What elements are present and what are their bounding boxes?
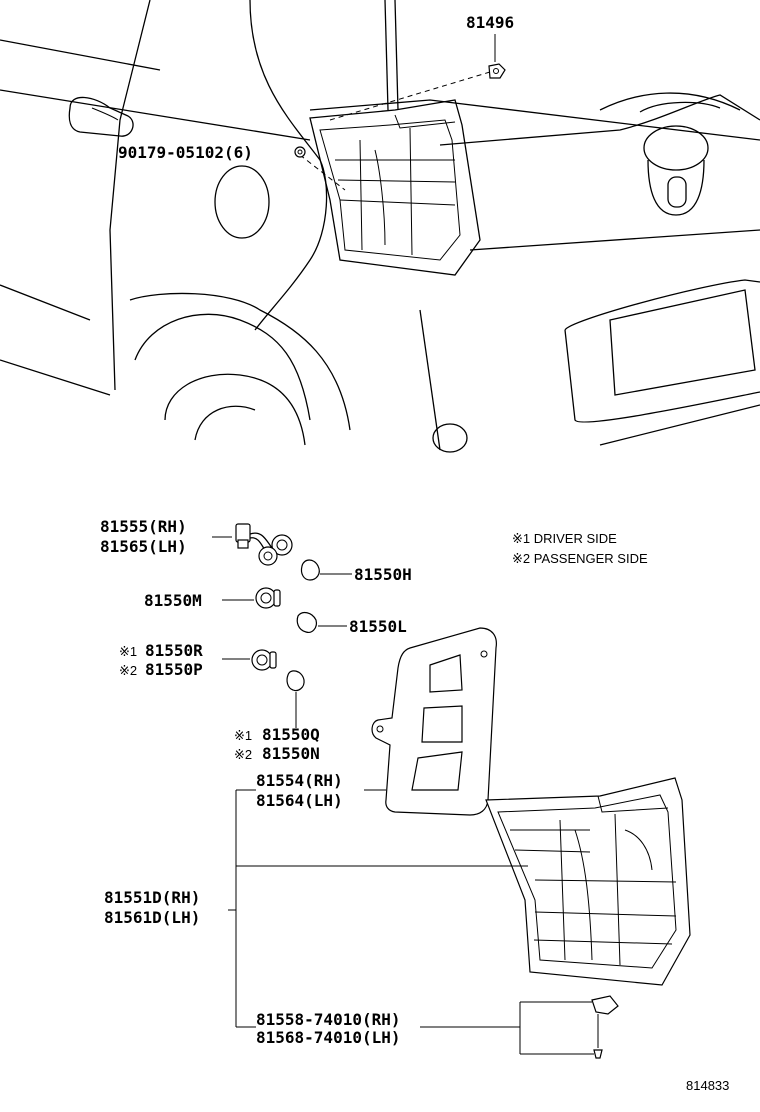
label-81565-lh: 81565(LH) xyxy=(100,537,187,556)
figure-number: 814833 xyxy=(686,1078,729,1093)
mark-1-81550r: ※1 xyxy=(119,644,137,659)
mark-1-81550q: ※1 xyxy=(234,728,252,743)
label-81564-lh: 81564(LH) xyxy=(256,791,343,810)
grouping-bracket xyxy=(228,789,594,1055)
label-81550n: 81550N xyxy=(262,744,320,763)
bulb-81550q xyxy=(286,670,305,692)
label-81550r: 81550R xyxy=(145,641,203,660)
mark-2-81550n: ※2 xyxy=(234,747,252,762)
label-81550q: 81550Q xyxy=(262,725,320,744)
legend-passenger-side: ※2 PASSENGER SIDE xyxy=(512,551,648,566)
label-81568-74010-lh: 81568-74010(LH) xyxy=(256,1028,401,1047)
socket-81550m xyxy=(255,587,281,609)
tail-lamp-assembly xyxy=(485,777,691,986)
label-81496: 81496 xyxy=(466,13,514,32)
vehicle-rear-illustration xyxy=(0,0,760,453)
lamp-bracket xyxy=(591,995,619,1059)
mark-2-81550p: ※2 xyxy=(119,663,137,678)
gasket xyxy=(371,627,497,816)
label-81558-74010-rh: 81558-74010(RH) xyxy=(256,1010,401,1029)
bulb-81550l xyxy=(296,611,317,633)
label-81561d-lh: 81561D(LH) xyxy=(104,908,200,927)
legend-driver-side: ※1 DRIVER SIDE xyxy=(512,531,617,546)
label-81551d-rh: 81551D(RH) xyxy=(104,888,200,907)
label-81550l: 81550L xyxy=(349,617,407,636)
label-90179-05102: 90179-05102(6) xyxy=(118,143,253,162)
label-81550h: 81550H xyxy=(354,565,412,584)
socket-81550r xyxy=(251,649,277,671)
label-81554-rh: 81554(RH) xyxy=(256,771,343,790)
label-81555-rh: 81555(RH) xyxy=(100,517,187,536)
label-81550m: 81550M xyxy=(144,591,202,610)
bulb-81550h xyxy=(300,559,320,581)
socket-wire-assembly xyxy=(235,523,293,566)
label-81550p: 81550P xyxy=(145,660,203,679)
